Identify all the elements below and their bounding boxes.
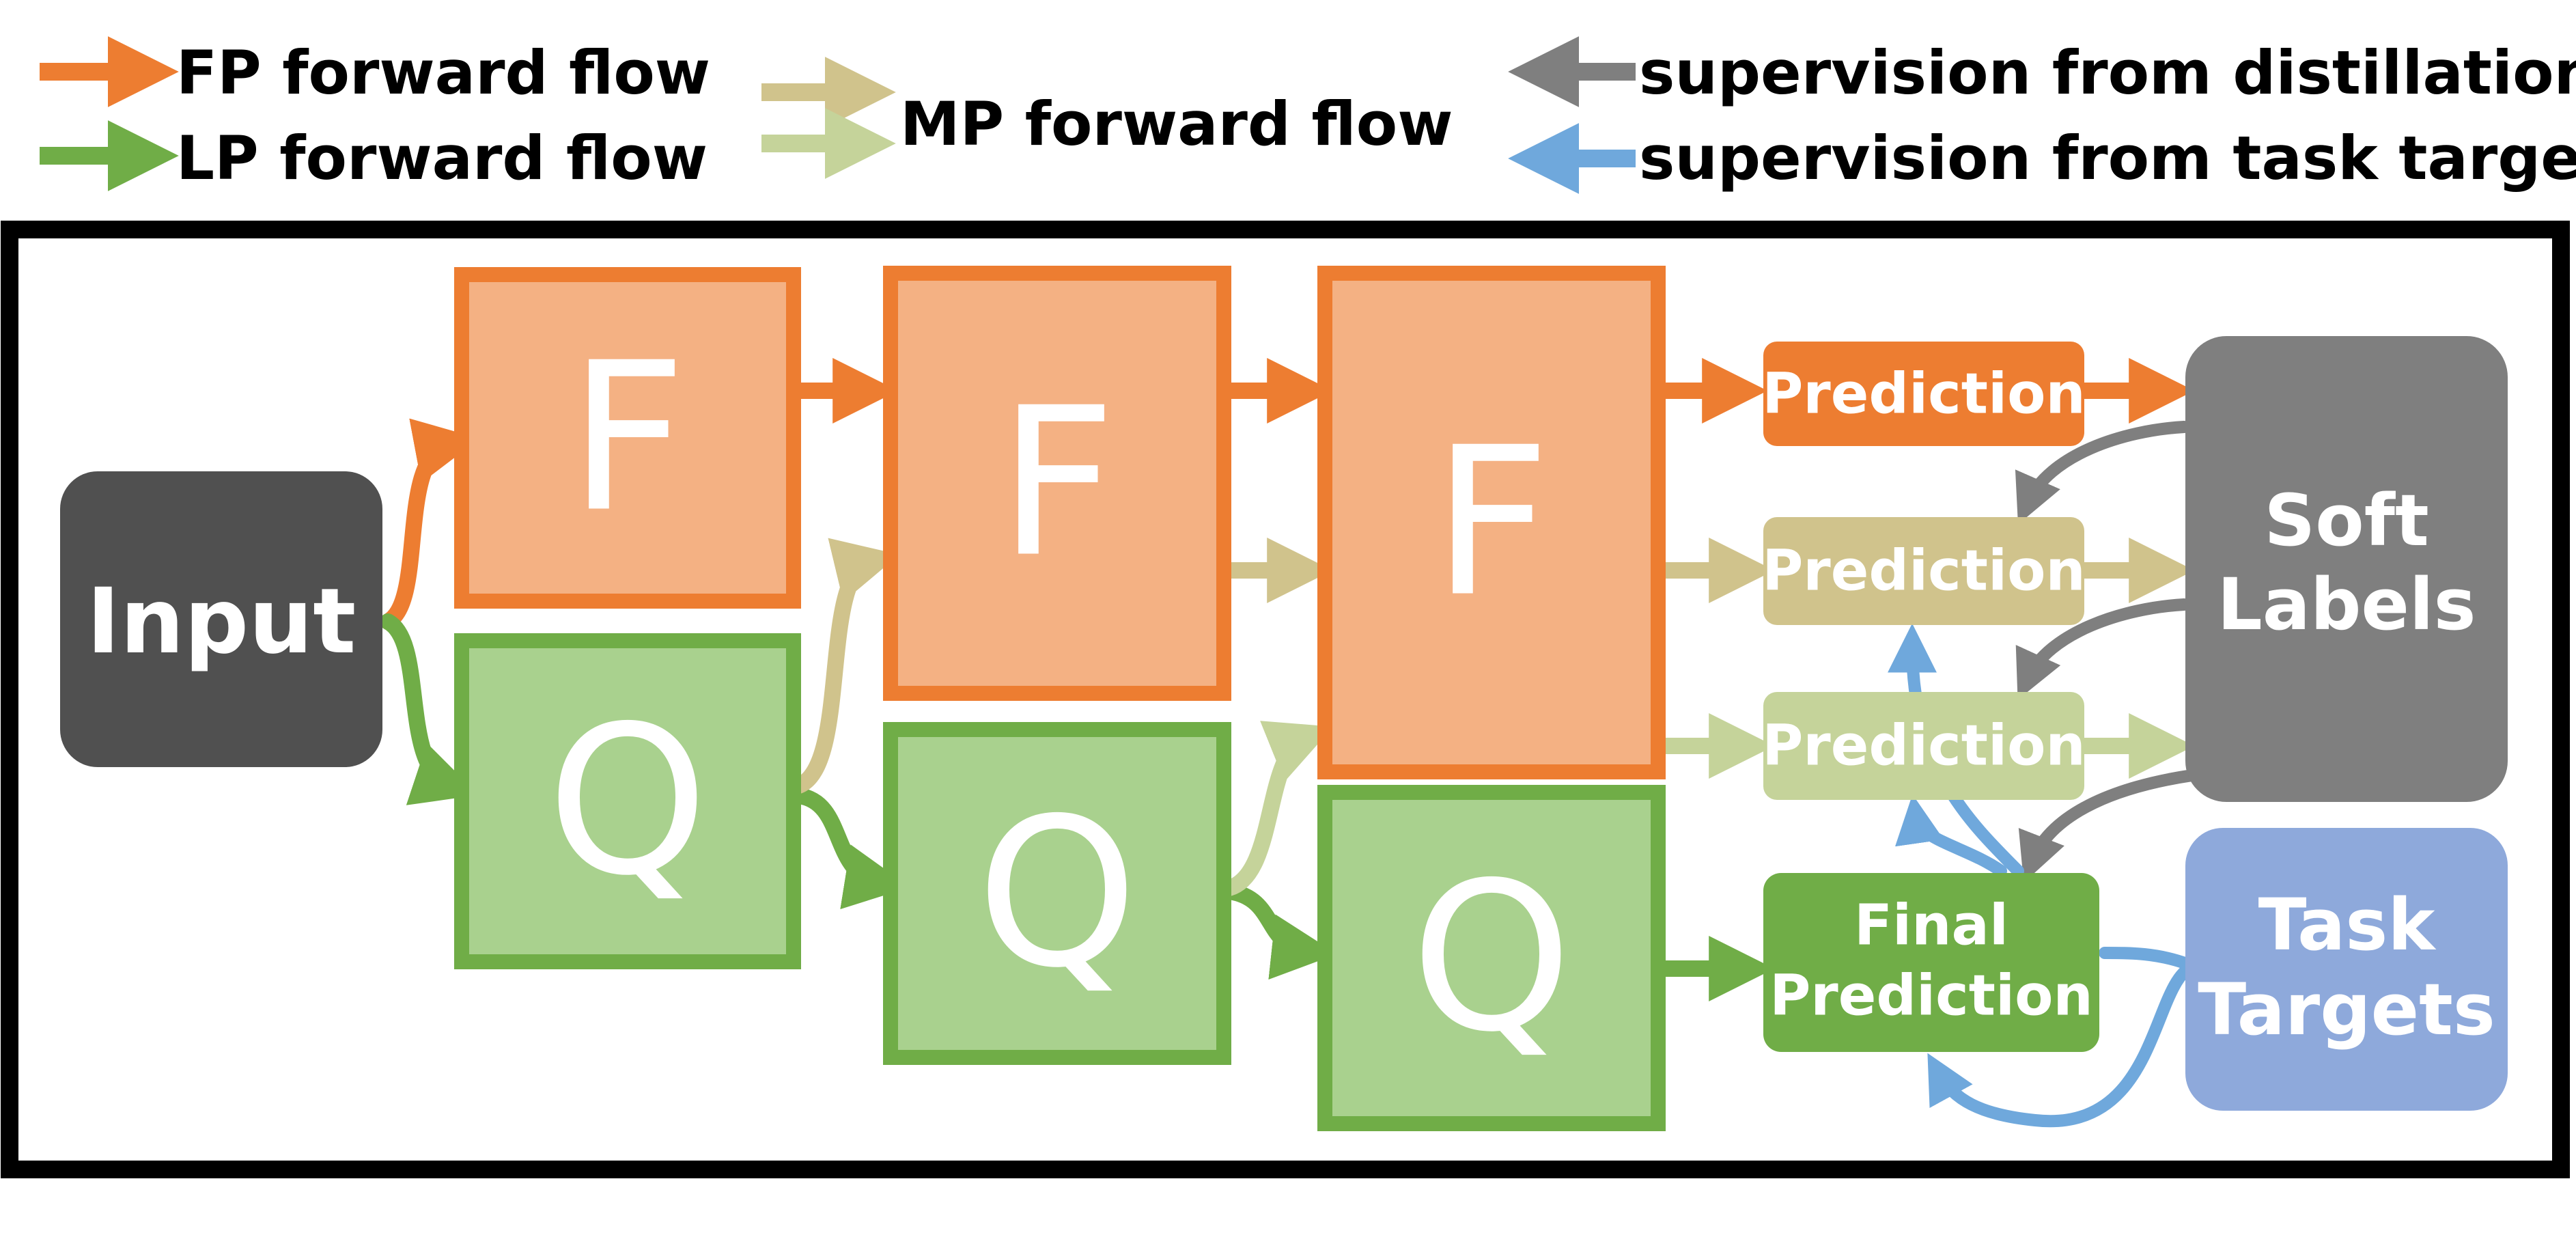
f-block-1: F [454,267,801,609]
fp-legend-label: FP forward flow [176,38,710,108]
lp-arrow-q1-to-q2 [791,788,910,909]
soft-labels-line1: Soft [2264,479,2428,562]
mp-arrow-q2-to-f3 [1221,721,1334,896]
legend: FP forward flow LP forward flow MP forwa… [40,36,2576,194]
q-block-2: Q [883,722,1231,1065]
input-node: Input [60,471,382,767]
final-prediction: Final Prediction [1763,873,2099,1052]
task-arrow-targets-to-final [2099,947,2195,971]
arrows [380,358,2198,1128]
q-block-2-label: Q [977,775,1138,1013]
task-arrow-final-to-pred3 [1895,794,2007,877]
f-block-3: F [1317,266,1666,779]
input-label: Input [87,569,356,674]
distill-arrow-to-pred3 [2015,598,2190,700]
soft-labels-node: Soft Labels [2185,336,2508,802]
task-targets-node: Task Targets [2185,828,2508,1111]
prediction-mp-2: Prediction [1762,692,2086,800]
f-block-3-label: F [1433,404,1551,642]
task-legend-label: supervision from task target [1639,123,2576,193]
f-block-2: F [883,266,1231,701]
prediction-mp-1-label: Prediction [1762,539,2086,604]
q-block-3: Q [1317,785,1666,1131]
prediction-mp-2-label: Prediction [1762,714,2086,779]
lp-legend-label: LP forward flow [176,123,708,193]
prediction-mp-1: Prediction [1762,517,2086,625]
prediction-fp: Prediction [1762,342,2086,446]
final-prediction-line1: Final [1854,893,2008,958]
q-block-1: Q [454,633,801,969]
fp-arrow-input-to-f1 [380,418,480,630]
f-block-1-label: F [569,319,687,557]
task-arrow-targets-loop [1927,960,2198,1128]
prediction-fp-label: Prediction [1762,362,2086,427]
q-block-3-label: Q [1411,839,1572,1077]
mp-legend-label: MP forward flow [900,89,1453,159]
distill-arrow-to-pred2 [2015,421,2190,525]
distill-arrow-to-final [2018,769,2198,883]
soft-labels-line2: Labels [2217,563,2476,646]
task-targets-line1: Task [2258,883,2437,967]
mp-arrow-q1-to-f2 [791,538,899,794]
lp-arrow-input-to-q1 [380,613,479,805]
final-prediction-line2: Prediction [1769,964,2093,1029]
q-block-1-label: Q [547,682,708,921]
task-targets-line2: Targets [2198,968,2495,1051]
distill-legend-label: supervision from distillation [1639,38,2576,108]
lp-arrow-q2-to-q3 [1221,883,1337,980]
f-block-2-label: F [998,364,1117,602]
diagram-frame [1,221,2570,1178]
